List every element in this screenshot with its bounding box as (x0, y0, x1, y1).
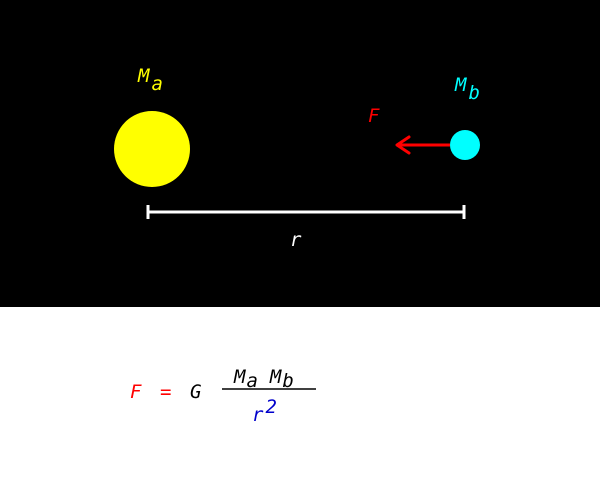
mass-b-body (450, 130, 480, 160)
distance-bar (146, 205, 466, 219)
distance-label: r (290, 229, 302, 251)
formula-force: F (130, 381, 142, 403)
formula-constant: G (190, 381, 201, 403)
force-arrow (395, 135, 450, 155)
mass-a-body (114, 111, 190, 187)
force-label: F (368, 105, 380, 127)
formula-equals: = (160, 381, 171, 403)
